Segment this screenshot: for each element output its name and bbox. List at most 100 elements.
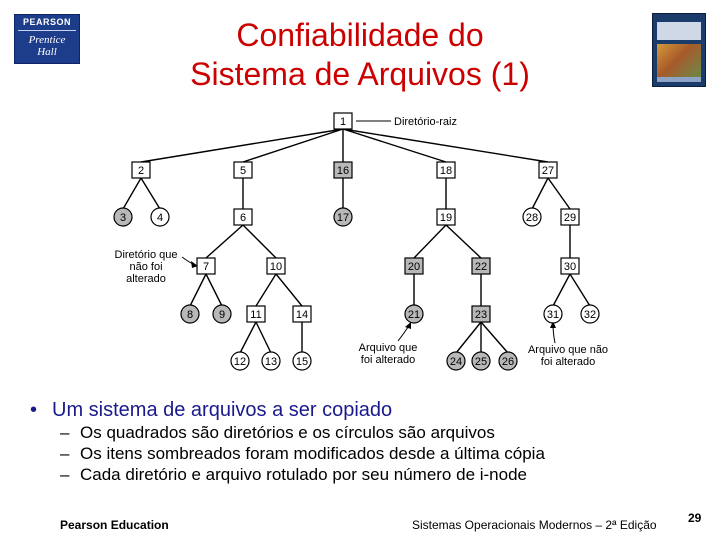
tree-edge-30-32 xyxy=(570,274,590,306)
changed-file-label-line1: Arquivo que xyxy=(359,342,418,354)
node-label: 31 xyxy=(547,309,559,321)
node-label: 10 xyxy=(270,261,282,273)
file-node-24: 24 xyxy=(447,352,465,370)
tree-edge-10-14 xyxy=(276,274,302,306)
file-node-32: 32 xyxy=(581,305,599,323)
node-label: 23 xyxy=(475,309,487,321)
node-label: 13 xyxy=(265,356,277,368)
file-node-15: 15 xyxy=(293,352,311,370)
tree-edge-11-13 xyxy=(256,322,271,353)
tree-edge-10-11 xyxy=(256,274,276,306)
node-label: 4 xyxy=(157,212,163,224)
directory-node-11: 11 xyxy=(247,306,265,322)
node-label: 30 xyxy=(564,261,576,273)
directory-node-30: 30 xyxy=(561,258,579,274)
directory-node-10: 10 xyxy=(267,258,285,274)
directory-node-16: 16 xyxy=(334,162,352,178)
footer-book-title: Sistemas Operacionais Modernos – 2ª Ediç… xyxy=(412,518,657,532)
tree-edge-2-3 xyxy=(123,178,141,209)
directory-node-22: 22 xyxy=(472,258,490,274)
node-label: 6 xyxy=(240,212,246,224)
directory-node-1: 1 xyxy=(334,113,352,129)
tree-edge-23-24 xyxy=(456,322,481,353)
tree-edge-19-20 xyxy=(414,225,446,258)
sub-dash: – xyxy=(60,443,80,464)
tree-edge-27-29 xyxy=(548,178,570,209)
node-label: 16 xyxy=(337,165,349,177)
tree-edge-23-26 xyxy=(481,322,508,353)
tree-edge-7-8 xyxy=(190,274,206,306)
node-label: 9 xyxy=(219,309,225,321)
node-label: 7 xyxy=(203,261,209,273)
tree-edge-1-27 xyxy=(343,129,548,162)
root-label: Diretório-raiz xyxy=(394,116,457,128)
bullet-main-text: Um sistema de arquivos a ser copiado xyxy=(52,399,392,421)
node-label: 12 xyxy=(234,356,246,368)
directory-node-5: 5 xyxy=(234,162,252,178)
directory-node-27: 27 xyxy=(539,162,557,178)
tree-edge-30-31 xyxy=(553,274,570,306)
file-node-13: 13 xyxy=(262,352,280,370)
node-label: 14 xyxy=(296,309,308,321)
unchanged-file-label-line1: Arquivo que não xyxy=(528,344,608,356)
node-label: 29 xyxy=(564,212,576,224)
directory-node-29: 29 xyxy=(561,209,579,225)
bullet-sub-3: –Cada diretório e arquivo rotulado por s… xyxy=(30,464,690,485)
node-label: 24 xyxy=(450,356,462,368)
directory-node-2: 2 xyxy=(132,162,150,178)
node-label: 3 xyxy=(120,212,126,224)
node-label: 21 xyxy=(408,309,420,321)
node-label: 15 xyxy=(296,356,308,368)
directory-node-19: 19 xyxy=(437,209,455,225)
changed-file-label-line2: foi alterado xyxy=(361,354,415,366)
bullet-sub-2: –Os itens sombreados foram modificados d… xyxy=(30,443,690,464)
node-label: 20 xyxy=(408,261,420,273)
changed-file-arrowhead xyxy=(405,322,411,329)
unchanged-dir-label-line3: alterado xyxy=(126,273,166,285)
node-label: 5 xyxy=(240,165,246,177)
file-node-8: 8 xyxy=(181,305,199,323)
bullet-sub-1-text: Os quadrados são diretórios e os círculo… xyxy=(80,423,495,442)
node-label: 8 xyxy=(187,309,193,321)
tree-edge-7-9 xyxy=(206,274,222,306)
tree-edge-27-28 xyxy=(532,178,548,209)
unchanged-dir-label-line1: Diretório que xyxy=(115,249,178,261)
page-number: 29 xyxy=(688,511,701,525)
node-label: 1 xyxy=(340,116,346,128)
directory-node-7: 7 xyxy=(197,258,215,274)
bullet-sub-1: –Os quadrados são diretórios e os círcul… xyxy=(30,422,690,443)
bullet-list: •Um sistema de arquivos a ser copiado –O… xyxy=(30,398,690,485)
directory-node-6: 6 xyxy=(234,209,252,225)
tree-edge-6-10 xyxy=(243,225,276,258)
unchanged-dir-label-line2: não foi xyxy=(129,261,162,273)
file-node-25: 25 xyxy=(472,352,490,370)
directory-node-20: 20 xyxy=(405,258,423,274)
node-label: 22 xyxy=(475,261,487,273)
unchanged-file-label-line2: foi alterado xyxy=(541,356,595,368)
directory-node-14: 14 xyxy=(293,306,311,322)
node-label: 19 xyxy=(440,212,452,224)
node-label: 25 xyxy=(475,356,487,368)
file-node-31: 31 xyxy=(544,305,562,323)
node-label: 2 xyxy=(138,165,144,177)
tree-edge-6-7 xyxy=(206,225,243,258)
file-node-21: 21 xyxy=(405,305,423,323)
file-node-26: 26 xyxy=(499,352,517,370)
file-node-9: 9 xyxy=(213,305,231,323)
node-label: 18 xyxy=(440,165,452,177)
sub-dash: – xyxy=(60,464,80,485)
node-label: 11 xyxy=(250,309,261,321)
file-node-4: 4 xyxy=(151,208,169,226)
bullet-main: •Um sistema de arquivos a ser copiado xyxy=(30,398,690,422)
tree-edge-1-18 xyxy=(343,129,446,162)
node-label: 26 xyxy=(502,356,514,368)
file-node-17: 17 xyxy=(334,208,352,226)
node-label: 27 xyxy=(542,165,554,177)
directory-node-18: 18 xyxy=(437,162,455,178)
file-node-12: 12 xyxy=(231,352,249,370)
node-label: 17 xyxy=(337,212,349,224)
tree-edge-19-22 xyxy=(446,225,481,258)
file-node-28: 28 xyxy=(523,208,541,226)
node-label: 32 xyxy=(584,309,596,321)
file-node-3: 3 xyxy=(114,208,132,226)
